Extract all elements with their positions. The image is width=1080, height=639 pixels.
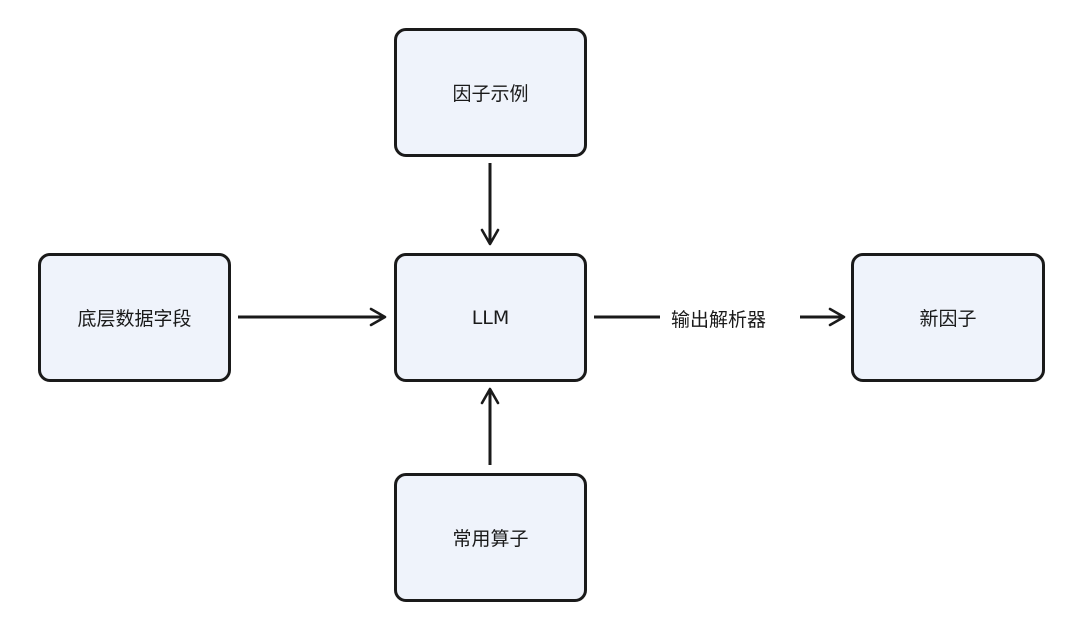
node-new-factor: 新因子	[851, 253, 1045, 382]
edge-label-output-parser: 输出解析器	[671, 309, 767, 331]
node-common-operators: 常用算子	[394, 473, 587, 602]
node-llm: LLM	[394, 253, 587, 382]
node-base-fields: 底层数据字段	[38, 253, 231, 382]
node-factor-examples: 因子示例	[394, 28, 587, 157]
